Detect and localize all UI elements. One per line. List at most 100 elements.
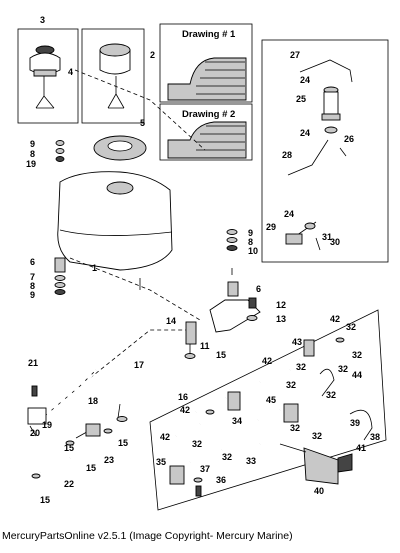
fitting-23 (85, 423, 101, 437)
callout-18: 18 (88, 396, 98, 406)
valve-14 (185, 321, 197, 345)
image-caption: MercuryPartsOnline v2.5.1 (Image Copyrig… (2, 530, 293, 542)
drawing-1-section (167, 57, 247, 101)
clamp-15-c (103, 428, 113, 434)
hose-33-upper-core (256, 407, 282, 423)
tank-neck (106, 181, 134, 195)
pump-40 (303, 447, 339, 485)
washer-9-right (226, 229, 238, 235)
callout-1: 1 (92, 263, 97, 273)
kit-frame (149, 309, 387, 511)
callout-2: 2 (150, 50, 155, 60)
cap-top-right (99, 43, 131, 57)
grommet-6-left (54, 257, 66, 273)
clamp-32-b (205, 409, 215, 415)
callout-30: 30 (330, 237, 340, 247)
drawing-1-label: Drawing # 1 (182, 29, 236, 40)
hose-16-end (117, 403, 121, 419)
callout-32-d: 32 (338, 364, 348, 374)
hose-kit-box (149, 309, 387, 511)
clip-26 (339, 147, 347, 157)
leader-lines (69, 69, 206, 379)
hose-42-lower-core (174, 421, 202, 439)
hose-42-left-core (194, 395, 228, 415)
callout-32-e: 32 (286, 380, 296, 390)
leader-tank-to-valve (69, 257, 201, 321)
callout-24-b: 24 (300, 128, 310, 138)
fitting-34 (227, 391, 241, 411)
callout-21: 21 (28, 358, 38, 368)
callout-4: 4 (68, 67, 73, 77)
hose-16 (119, 359, 191, 411)
hose-42-upper-core (298, 337, 342, 363)
hose-16-core (119, 359, 192, 412)
callout-17: 17 (134, 360, 144, 370)
callout-numbers: 3 4 2 5 9 8 19 6 1 7 8 9 9 8 10 6 12 13 … (26, 15, 380, 505)
callout-43: 43 (292, 337, 302, 347)
hose-27 (299, 59, 353, 83)
cap-ring-left (33, 69, 57, 77)
drawing-2-hatch (196, 125, 245, 151)
cap-box-right (81, 28, 145, 124)
callout-32-i: 32 (192, 439, 202, 449)
fuel-tank-group (54, 135, 239, 297)
callout-34: 34 (232, 416, 242, 426)
pump-inlet (279, 443, 307, 453)
hose-22-core (39, 456, 71, 474)
callout-33: 33 (246, 456, 256, 466)
hose-28 (287, 139, 329, 176)
callout-36: 36 (216, 475, 226, 485)
fuel-cap-group (17, 28, 145, 124)
callout-29: 29 (266, 222, 276, 232)
clamp-15-upper (184, 353, 196, 359)
callout-15-d: 15 (40, 495, 50, 505)
washer-8-top (55, 148, 65, 154)
callout-41: 41 (356, 443, 366, 453)
nut-10 (226, 245, 238, 251)
bolt-12 (248, 297, 257, 309)
callout-11: 11 (200, 341, 210, 351)
callout-16: 16 (178, 392, 188, 402)
callout-8-right: 8 (248, 237, 253, 247)
callout-44: 44 (352, 370, 362, 380)
callout-10: 10 (248, 246, 258, 256)
callout-22: 22 (64, 479, 74, 489)
bracket-group (116, 297, 261, 422)
hose-33-lower-core (231, 441, 261, 459)
callout-32-j: 32 (222, 452, 232, 462)
filter-cap-25 (321, 113, 341, 121)
washer-9-top (55, 140, 65, 146)
callout-32-c: 32 (296, 362, 306, 372)
screw-36 (195, 485, 202, 497)
callout-38: 38 (370, 432, 380, 442)
hose-42-mid-core (259, 367, 291, 385)
drawing-2-label: Drawing # 2 (182, 109, 235, 120)
nut-9-left (54, 289, 66, 295)
clip-20 (29, 425, 37, 437)
callout-31: 31 (322, 232, 332, 242)
screw-31 (315, 237, 321, 251)
cap-strap-left (35, 76, 55, 109)
callout-7: 7 (30, 272, 35, 282)
callout-15-b: 15 (64, 443, 74, 453)
callout-35: 35 (156, 457, 166, 467)
callout-42-a: 42 (330, 314, 340, 324)
fitting-29 (285, 233, 303, 245)
drawing-1-hatch (196, 61, 245, 95)
callout-24-a: 24 (300, 75, 310, 85)
callout-42-d: 42 (160, 432, 170, 442)
primer-19 (27, 407, 47, 425)
fitting-35 (169, 465, 185, 485)
callout-24-c: 24 (284, 209, 294, 219)
callout-42-b: 42 (262, 356, 272, 366)
hose-18-core (38, 368, 98, 422)
callout-19-top: 19 (26, 159, 36, 169)
fuel-filter-box (261, 39, 389, 263)
elbow-39 (349, 409, 373, 441)
callout-39: 39 (350, 418, 360, 428)
callout-6-right: 6 (256, 284, 261, 294)
callout-15-c: 15 (86, 463, 96, 473)
lever-41 (337, 453, 353, 473)
washer-37 (193, 477, 203, 483)
